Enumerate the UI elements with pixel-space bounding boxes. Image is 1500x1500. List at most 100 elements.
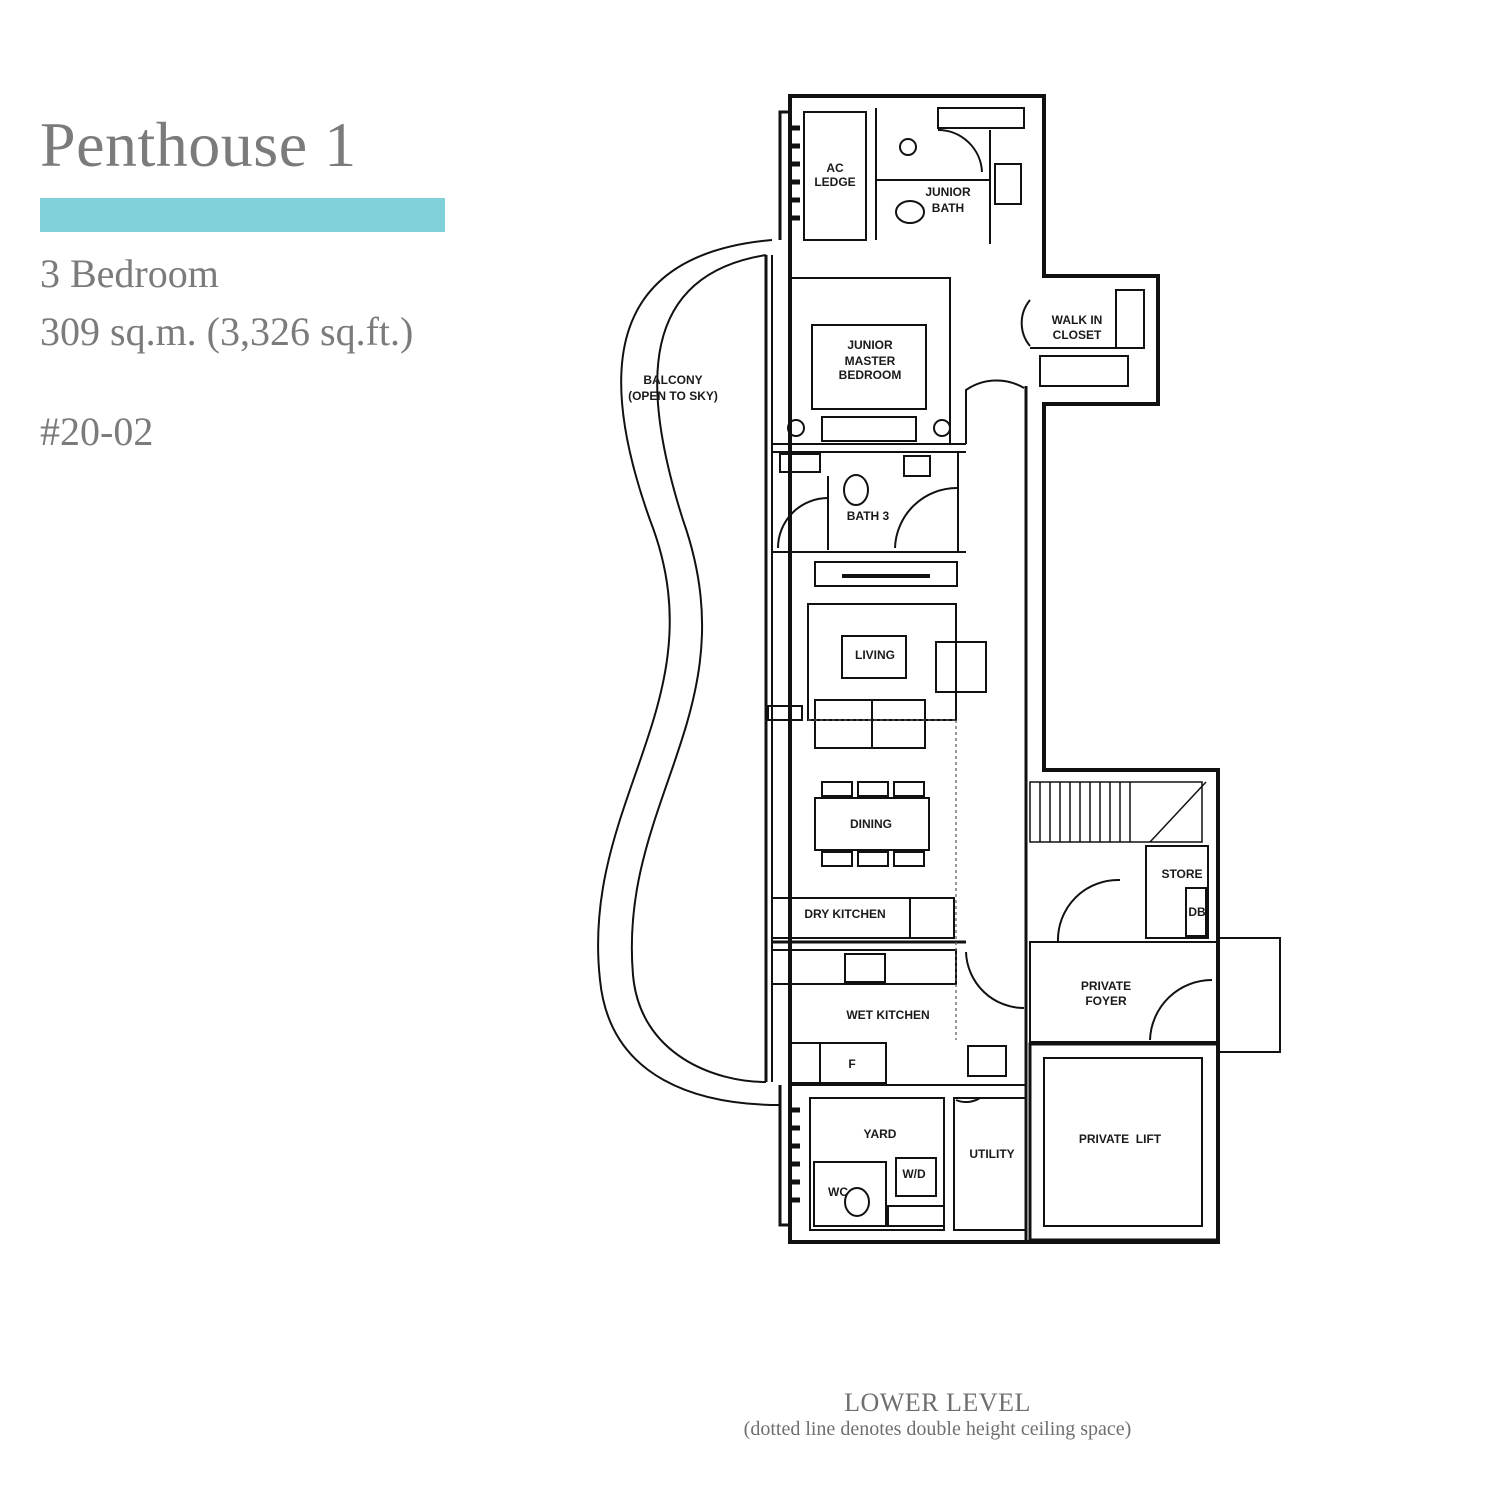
label-utility: UTILITY — [969, 1147, 1014, 1161]
wc-toilet — [844, 1187, 870, 1217]
bath3-shower — [779, 453, 821, 473]
yard-area — [809, 1097, 945, 1231]
bedside-light-left — [787, 419, 805, 437]
floor-drain — [899, 138, 917, 156]
label-dry-kitchen: DRY KITCHEN — [804, 907, 885, 921]
ac-ledge-box — [803, 111, 867, 241]
bedroom-door — [965, 379, 1025, 444]
foyer-door-top — [1056, 878, 1121, 943]
chair-1 — [821, 781, 853, 797]
label-ac-ledge-1: AC — [826, 161, 844, 175]
bath3-door-left — [777, 497, 829, 549]
chair-2 — [857, 781, 889, 797]
upper-left-wall — [778, 110, 790, 240]
svg-text:BALCONY(OPEN TO SKY): BALCONY (OPEN TO SKY) — [628, 373, 718, 403]
closet-rail-2 — [1039, 355, 1129, 387]
label-balcony-2: (OPEN TO SKY) — [628, 389, 718, 403]
unit-number: #20-02 — [40, 409, 154, 454]
balcony-outer — [597, 239, 781, 1106]
wet-sink — [967, 1045, 1007, 1077]
living-rug — [807, 603, 957, 721]
label-fridge: F — [848, 1057, 855, 1071]
db-box — [1185, 887, 1207, 937]
private-lift-shaft — [1028, 1042, 1220, 1242]
label-balcony-1: BALCONY — [643, 373, 702, 387]
staircase — [1029, 781, 1207, 843]
dry-kitchen-counter — [771, 897, 955, 939]
label-foyer-2: FOYER — [1085, 994, 1127, 1008]
louvres — [788, 125, 800, 1203]
hob — [844, 953, 886, 983]
label-yard: YARD — [864, 1127, 897, 1141]
level-note: (dotted line denotes double height ceili… — [743, 1418, 1132, 1440]
column — [767, 705, 803, 721]
accent-bar — [40, 198, 445, 232]
armchair — [935, 641, 987, 693]
bedroom-count: 3 Bedroom — [40, 251, 219, 296]
chair-3 — [893, 781, 925, 797]
fridge-counter — [789, 1042, 887, 1084]
closet-rail — [1115, 289, 1145, 349]
label-junior-bath-1: JUNIOR — [925, 185, 971, 199]
label-jmb-2: MASTER — [845, 354, 896, 368]
bath3-basin — [903, 455, 931, 477]
label-ac-ledge-2: LEDGE — [814, 175, 855, 189]
wet-kitchen-counter — [771, 949, 957, 985]
chair-5 — [857, 851, 889, 867]
label-living: LIVING — [855, 648, 895, 662]
bath3-wc — [843, 474, 869, 506]
label-walk-in-closet-1: WALK IN — [1052, 313, 1103, 327]
wc-box — [813, 1161, 887, 1227]
level-caption: LOWER LEVEL — [844, 1388, 1031, 1417]
junior-bath-basin — [994, 163, 1022, 205]
label-bath-3: BATH 3 — [847, 509, 890, 523]
label-jmb-1: JUNIOR — [847, 338, 893, 352]
tv-console — [814, 561, 958, 587]
label-wet-kitchen: WET KITCHEN — [846, 1008, 929, 1022]
label-wd: W/D — [902, 1167, 926, 1181]
lower-left-wall — [778, 1085, 790, 1227]
chair-4 — [821, 851, 853, 867]
bath3-door-right — [894, 487, 958, 549]
utility-room — [953, 1097, 1027, 1231]
bedside-storage — [821, 416, 917, 442]
closet-door — [1020, 299, 1031, 347]
unit-area: 309 sq.m. (3,326 sq.ft.) — [40, 309, 414, 354]
bedside-light-right — [933, 419, 951, 437]
yard-drain — [887, 1205, 945, 1227]
store-room — [1145, 845, 1209, 939]
junior-bath-wc — [895, 200, 925, 224]
label-wc: WC — [828, 1185, 848, 1199]
wd-box — [895, 1157, 937, 1197]
foyer-door-right — [1149, 979, 1213, 1041]
label-junior-bath-2: BATH — [932, 201, 964, 215]
label-store: STORE — [1161, 867, 1202, 881]
label-dining: DINING — [850, 817, 892, 831]
kitchen-door — [965, 951, 1025, 1009]
chair-6 — [893, 851, 925, 867]
label-private-lift: PRIVATE LIFT — [1079, 1132, 1162, 1146]
sofa — [814, 699, 926, 749]
balcony-inner — [630, 254, 767, 1083]
label-jmb-3: BEDROOM — [839, 368, 902, 382]
shower-tray — [937, 107, 1025, 129]
private-lift-car — [1043, 1057, 1203, 1227]
foyer-entry — [1217, 937, 1281, 1053]
double-height-outline — [808, 719, 957, 1040]
unit-title: Penthouse 1 — [40, 109, 357, 180]
label-db: DB — [1188, 905, 1206, 919]
outer-wall — [788, 94, 1220, 1244]
label-walk-in-closet-2: CLOSET — [1053, 328, 1102, 342]
bed — [811, 324, 927, 410]
utility-door — [955, 1097, 981, 1103]
label-foyer-1: PRIVATE — [1081, 979, 1131, 993]
dining-table — [814, 797, 930, 851]
coffee-table — [841, 635, 907, 679]
junior-bath-door — [937, 128, 983, 173]
